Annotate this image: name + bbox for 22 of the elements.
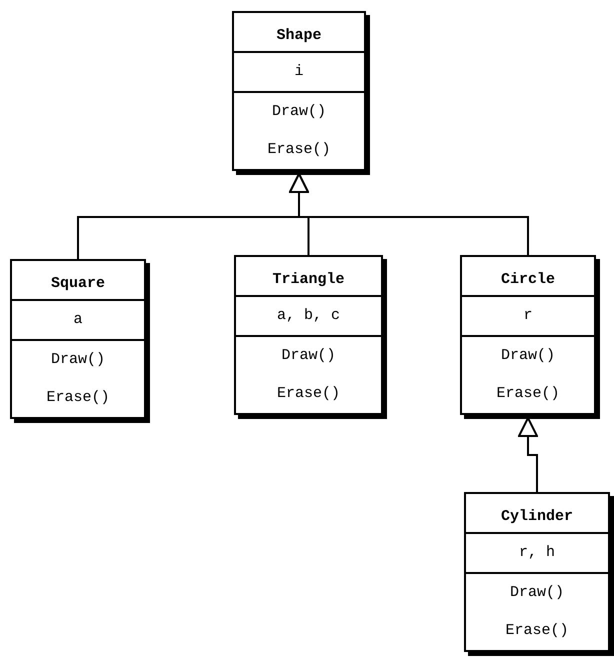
attribute-text: a, b, c	[236, 295, 381, 335]
inheritance-arrow	[289, 173, 529, 255]
attribute-text: r, h	[466, 532, 608, 572]
class-name: Circle	[500, 270, 556, 290]
method-text: Erase()	[45, 388, 110, 408]
method-text: Draw()	[234, 91, 364, 131]
attribute-text: i	[234, 51, 364, 91]
attribute-text: a	[12, 299, 144, 339]
class-name: Triangle	[271, 270, 346, 290]
class-name: Square	[50, 274, 106, 294]
class-name: Shape	[275, 26, 322, 46]
method-text: Draw()	[466, 572, 608, 612]
method-text: Draw()	[236, 335, 381, 375]
method-text: Draw()	[462, 335, 594, 375]
method-text: Draw()	[12, 339, 144, 379]
method-text: Erase()	[504, 621, 570, 641]
inheritance-arrow	[518, 417, 538, 492]
method-text: Erase()	[495, 384, 560, 404]
method-text: Erase()	[266, 140, 332, 160]
class-name: Cylinder	[500, 507, 574, 527]
attribute-text: r	[462, 295, 594, 335]
method-text: Erase()	[276, 384, 341, 404]
